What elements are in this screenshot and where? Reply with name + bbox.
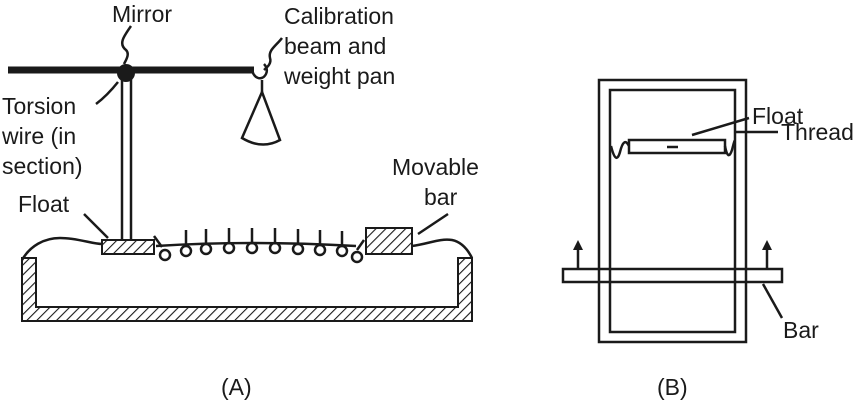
molecule: [335, 231, 349, 258]
label-torsion-2: wire (in: [1, 123, 76, 149]
trough-inner-frame: [608, 88, 737, 334]
float-b-leader: [691, 116, 750, 137]
calibration-leader: [263, 37, 283, 71]
panel-a: Mirror Calibration beam and weight pan T…: [1, 1, 479, 400]
movable-bar-leader: [417, 212, 449, 236]
molecule: [222, 228, 236, 255]
weight-pan: [240, 88, 282, 146]
caption-b: (B): [657, 374, 688, 400]
label-movable-2: bar: [424, 184, 458, 210]
thread-left: [609, 140, 631, 159]
molecule: [313, 230, 327, 257]
bar-leader: [761, 283, 784, 319]
panel-b: Float Thread Bar (B): [561, 78, 854, 400]
trough-outer-frame: [597, 78, 748, 344]
liquid-surface-right: [411, 238, 474, 259]
thread-right: [723, 139, 736, 157]
liquid-surface: [20, 236, 103, 261]
molecule: [291, 229, 305, 256]
label-float-a: Float: [18, 191, 70, 217]
float-a: [101, 239, 155, 255]
molecule: [268, 228, 282, 255]
molecule: [199, 229, 213, 256]
label-mirror: Mirror: [112, 1, 172, 27]
label-movable-1: Movable: [392, 154, 479, 180]
bar-b: [561, 267, 784, 284]
label-float-b: Float: [752, 103, 804, 129]
molecule: [179, 230, 193, 258]
mirror-leader: [120, 25, 133, 65]
weight-pan-hook: [250, 63, 269, 80]
label-calibration-3: weight pan: [283, 63, 395, 89]
caption-a: (A): [221, 374, 252, 400]
label-torsion-3: section): [2, 153, 83, 179]
monolayer-molecules: [152, 228, 366, 264]
float-leader: [83, 213, 109, 239]
label-bar: Bar: [783, 317, 819, 343]
molecule: [350, 239, 366, 264]
movable-bar: [365, 227, 413, 255]
bar-arrow-left: [573, 240, 583, 268]
torsion-wire-pivot: [117, 64, 135, 82]
torsion-leader: [95, 81, 119, 105]
molecule: [245, 228, 259, 255]
label-calibration-2: beam and: [284, 33, 386, 59]
bar-arrow-right: [762, 240, 772, 268]
label-torsion-1: Torsion: [2, 93, 76, 119]
label-thread: Thread: [781, 119, 854, 145]
molecule: [152, 235, 172, 262]
label-calibration-1: Calibration: [284, 3, 394, 29]
trough: [21, 257, 473, 322]
